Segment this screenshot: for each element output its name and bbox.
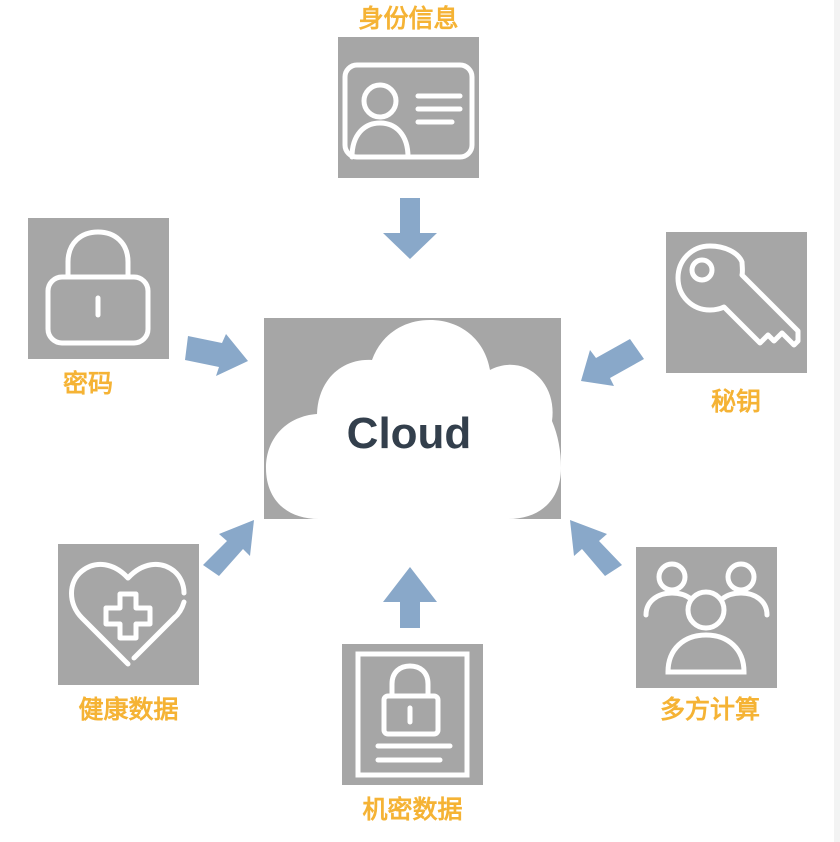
password-label: 密码 bbox=[62, 369, 113, 398]
arrow-password-to-cloud bbox=[185, 334, 248, 376]
arrow-identity-to-cloud bbox=[383, 198, 437, 259]
multiparty-computation-label: 多方计算 bbox=[659, 695, 760, 724]
arrow-multiparty-computation-to-cloud bbox=[570, 520, 622, 576]
confidential-data-tile bbox=[342, 644, 483, 785]
health-heart-icon bbox=[69, 561, 187, 667]
locked-document-icon bbox=[355, 651, 470, 778]
health-data-tile bbox=[58, 544, 199, 685]
arrow-secret-key-to-cloud bbox=[581, 339, 644, 386]
confidential-data-label: 机密数据 bbox=[362, 795, 463, 824]
identity-label: 身份信息 bbox=[358, 4, 459, 33]
arrow-confidential-data-to-cloud bbox=[383, 567, 437, 628]
group-users-icon bbox=[643, 561, 770, 675]
cloud-icon bbox=[266, 320, 561, 519]
health-data-label: 健康数据 bbox=[78, 695, 179, 724]
page-edge-strip bbox=[834, 0, 840, 842]
multiparty-computation-tile bbox=[636, 547, 777, 688]
secret-key-tile bbox=[666, 232, 807, 373]
key-icon bbox=[675, 243, 801, 348]
id-card-icon bbox=[342, 62, 475, 160]
arrow-health-data-to-cloud bbox=[203, 520, 254, 576]
secret-key-label: 秘钥 bbox=[710, 387, 761, 416]
cloud-label: Cloud bbox=[346, 409, 472, 458]
cloud-node bbox=[264, 318, 561, 519]
padlock-icon bbox=[45, 229, 151, 346]
password-tile bbox=[28, 218, 169, 359]
identity-tile bbox=[338, 37, 479, 178]
